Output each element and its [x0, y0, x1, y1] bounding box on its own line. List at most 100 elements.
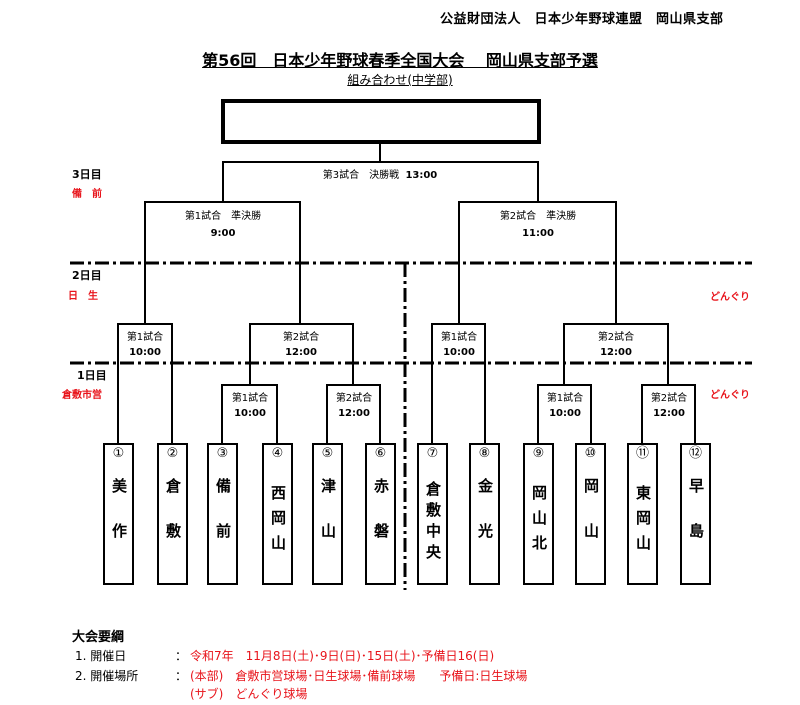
- venue-value-sub: (サブ) どんぐり球場: [190, 687, 308, 701]
- semi1-time: 9:00: [210, 228, 236, 239]
- day1-venue: 倉敷市営: [62, 390, 102, 401]
- team-name: 備前: [214, 477, 232, 568]
- d2-m4-time: 12:00: [600, 347, 632, 358]
- team-name-cell: 津山: [314, 462, 341, 583]
- d1-m3-label: 第1試合: [546, 393, 584, 404]
- team-number: ⑥: [374, 446, 387, 461]
- team-name: 西岡山: [269, 485, 287, 560]
- day2-venue: 日 生: [68, 291, 98, 302]
- semi1-label: 第1試合 準決勝: [184, 211, 262, 222]
- team-name-cell: 岡山北: [525, 462, 552, 583]
- team-number: ⑧: [478, 446, 491, 461]
- outline-heading: 大会要綱: [72, 630, 125, 645]
- d1-m2-time: 12:00: [338, 408, 370, 419]
- team-name-cell: 東岡山: [629, 462, 656, 583]
- champion-box: [221, 99, 541, 144]
- d2-m3-time: 10:00: [443, 347, 475, 358]
- d1-m1: [221, 384, 278, 445]
- d1-m3-time: 10:00: [549, 408, 581, 419]
- date-label: 1. 開催日: [75, 649, 127, 663]
- page-title: 第56回 日本少年野球春季全国大会 岡山県支部予選: [0, 47, 800, 71]
- team-box: ⑤ 津山: [312, 443, 343, 585]
- d1-m4: [641, 384, 696, 445]
- team-name: 倉敷中央: [424, 480, 442, 565]
- day2-venue-right: どんぐり: [710, 292, 750, 303]
- team-name: 津山: [319, 477, 337, 568]
- semi2-time: 11:00: [522, 228, 554, 239]
- d2-m2: [249, 323, 354, 385]
- team-number: ①: [112, 446, 125, 461]
- d2-m1: [117, 323, 173, 445]
- d1-m2-label: 第2試合: [335, 393, 373, 404]
- d1-m1-time: 10:00: [234, 408, 266, 419]
- venue-label: 2. 開催場所: [75, 669, 139, 683]
- team-name-cell: 美作: [105, 462, 132, 583]
- final-name: 第3試合 決勝戦: [322, 170, 400, 181]
- day1-venue-right: どんぐり: [710, 390, 750, 401]
- team-name: 岡山: [582, 477, 600, 568]
- team-name: 早島: [687, 477, 705, 568]
- team-box: ⑩ 岡山: [575, 443, 606, 585]
- team-name: 倉敷: [164, 477, 182, 568]
- d2-m4: [563, 323, 669, 385]
- d1-m2: [326, 384, 381, 445]
- team-number: ⑦: [426, 446, 439, 461]
- day1-label: 1日目: [77, 369, 107, 382]
- team-name-cell: 倉敷中央: [419, 462, 446, 583]
- team-box: ⑥ 赤磐: [365, 443, 396, 585]
- d2-m4-label: 第2試合: [597, 332, 635, 343]
- team-name-cell: 赤磐: [367, 462, 394, 583]
- d2-m3: [431, 323, 486, 445]
- final-time: 13:00: [405, 170, 438, 181]
- team-name-cell: 倉敷: [159, 462, 186, 583]
- team-box: ② 倉敷: [157, 443, 188, 585]
- team-number: ②: [166, 446, 179, 461]
- day3-label: 3日目: [72, 168, 102, 181]
- organization: 公益財団法人 日本少年野球連盟 岡山県支部: [440, 12, 724, 27]
- team-name: 美作: [110, 477, 128, 568]
- team-number: ⑩: [584, 446, 597, 461]
- final-bracket: [222, 161, 539, 202]
- title-text: 第56回 日本少年野球春季全国大会 岡山県支部予選: [202, 51, 598, 70]
- team-box: ⑧ 金光: [469, 443, 500, 585]
- d2-m3-label: 第1試合: [440, 332, 478, 343]
- d2-m2-label: 第2試合: [282, 332, 320, 343]
- team-number: ⑤: [321, 446, 334, 461]
- subtitle-text: 組み合わせ(中学部): [347, 73, 453, 87]
- d1-m1-label: 第1試合: [231, 393, 269, 404]
- venue-value: (本部) 倉敷市営球場･日生球場･備前球場 予備日:日生球場: [190, 669, 528, 683]
- date-sep: ：: [175, 649, 188, 663]
- d2-m1-label: 第1試合: [126, 332, 164, 343]
- semi2-label: 第2試合 準決勝: [499, 211, 577, 222]
- team-name-cell: 岡山: [577, 462, 604, 583]
- team-name-cell: 西岡山: [264, 462, 291, 583]
- team-name: 東岡山: [634, 485, 652, 560]
- day3-venue: 備 前: [72, 189, 102, 200]
- team-name-cell: 備前: [209, 462, 236, 583]
- team-box: ⑪ 東岡山: [627, 443, 658, 585]
- day2-label: 2日目: [72, 269, 102, 282]
- d1-m4-label: 第2試合: [650, 393, 688, 404]
- team-box: ⑫ 早島: [680, 443, 711, 585]
- team-box: ⑦ 倉敷中央: [417, 443, 448, 585]
- team-number: ⑫: [688, 446, 702, 461]
- team-name: 赤磐: [372, 477, 390, 568]
- d1-m4-time: 12:00: [653, 408, 685, 419]
- d2-m2-time: 12:00: [285, 347, 317, 358]
- team-name-cell: 早島: [682, 462, 709, 583]
- team-box: ④ 西岡山: [262, 443, 293, 585]
- date-value: 令和7年 11月8日(土)･9日(日)･15日(土)･予備日16(日): [190, 649, 495, 663]
- team-number: ⑨: [532, 446, 545, 461]
- team-box: ① 美作: [103, 443, 134, 585]
- subtitle: 組み合わせ(中学部): [0, 71, 800, 88]
- team-name: 金光: [476, 477, 494, 568]
- team-number: ⑪: [635, 446, 649, 461]
- final-label: 第3試合 決勝戦 13:00: [300, 166, 460, 181]
- venue-sep: ：: [175, 669, 188, 683]
- team-number: ④: [271, 446, 284, 461]
- team-name-cell: 金光: [471, 462, 498, 583]
